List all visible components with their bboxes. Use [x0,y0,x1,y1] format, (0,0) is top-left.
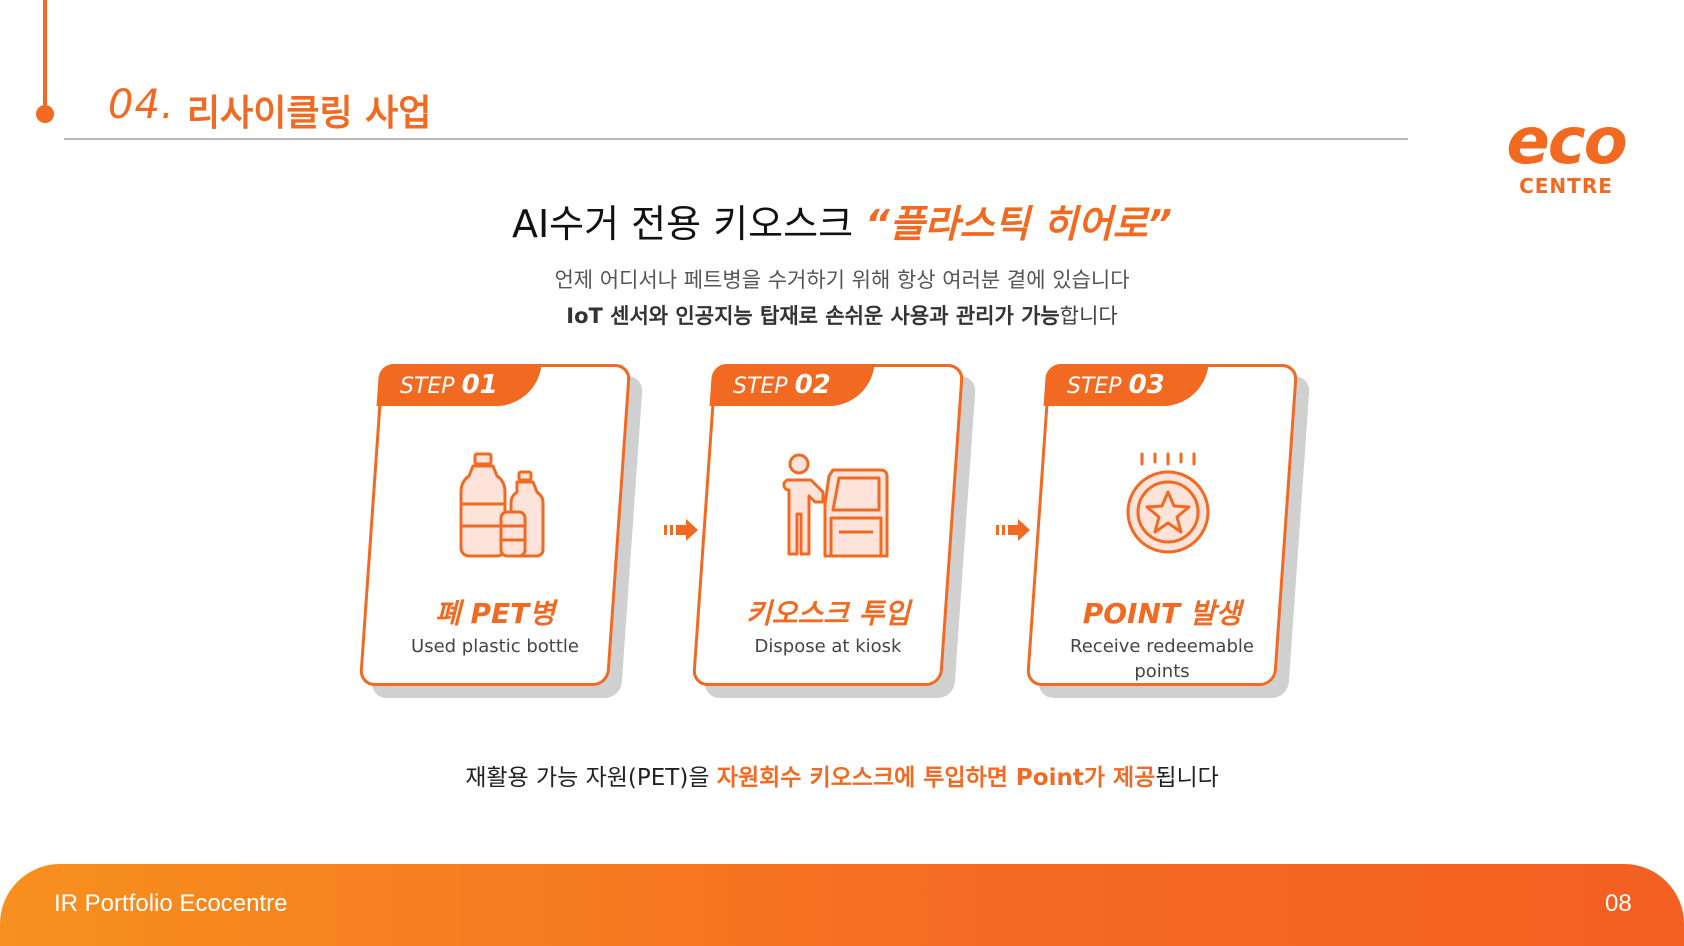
arrow-right-icon [996,519,1030,541]
step-card-2: STEP 02 키오스크 투입 Dispose at kiosk [691,364,977,698]
step-tab-number: 01 [461,370,498,400]
logo-subtext: CENTRE [1519,174,1613,198]
section-title: 리사이클링 사업 [187,93,432,134]
step-subtitle: Dispose at kiosk [754,636,902,657]
step-tab-word: STEP [733,374,788,399]
bottom-message-suffix: 됩니다 [1155,765,1219,791]
step-tab-label: STEP 03 [1067,370,1165,400]
header-divider [64,138,1408,140]
section-number: 04. [108,82,175,128]
step-card-3: STEP 03 POINT 발생 Receive redeemable poin… [1025,364,1311,698]
eco-centre-logo: eco CENTRE [1476,108,1656,198]
step-tab-number: 02 [794,370,831,400]
step-subtitle: Receive redeemable points [1070,636,1254,682]
footer-bar [0,864,1684,946]
headline-accent: “플라스틱 히어로” [865,202,1173,246]
header-accent-dot [36,105,54,123]
step-title: POINT 발생 [1082,597,1242,630]
step-tab-label: STEP 02 [733,370,831,400]
arrow-right-icon [664,519,698,541]
step-title: 키오스크 투입 [745,597,911,630]
plastic-bottles-icon [459,452,545,558]
bottom-message: 재활용 가능 자원(PET)을 자원회수 키오스크에 투입하면 Point가 제… [0,758,1684,792]
kiosk-user-icon [782,453,889,558]
step-tab-word: STEP [400,374,455,399]
bottom-message-highlight: 자원회수 키오스크에 투입하면 Point가 제공 [716,765,1156,791]
step-tab-label: STEP 01 [400,370,498,400]
footer-title: IR Portfolio Ecocentre [54,890,288,917]
step-tab-number: 03 [1128,370,1165,400]
step-title: 폐 PET병 [434,597,556,630]
header-accent-line [43,0,47,108]
star-coin-icon [1126,452,1210,554]
headline-prefix: AI수거 전용 키오스크 [511,202,866,246]
bottom-message-prefix: 재활용 가능 자원(PET)을 [465,765,717,791]
description-bold: IoT 센서와 인공지능 탑재로 손쉬운 사용과 관리가 가능 [566,304,1060,328]
step-subtitle: Used plastic bottle [411,636,579,657]
description-tail: 합니다 [1059,304,1118,328]
step-card-1: STEP 01 폐 PET병 Used plastic bottle [358,364,644,698]
page-number: 08 [1605,890,1632,917]
step-tab-word: STEP [1067,374,1122,399]
description-line-1: 언제 어디서나 페트병을 수거하기 위해 항상 여러분 곁에 있습니다 [554,268,1130,292]
headline: AI수거 전용 키오스크 “플라스틱 히어로” [0,193,1684,248]
logo-wordmark: eco [1506,105,1627,179]
description-line-2: IoT 센서와 인공지능 탑재로 손쉬운 사용과 관리가 가능합니다 [0,300,1684,330]
